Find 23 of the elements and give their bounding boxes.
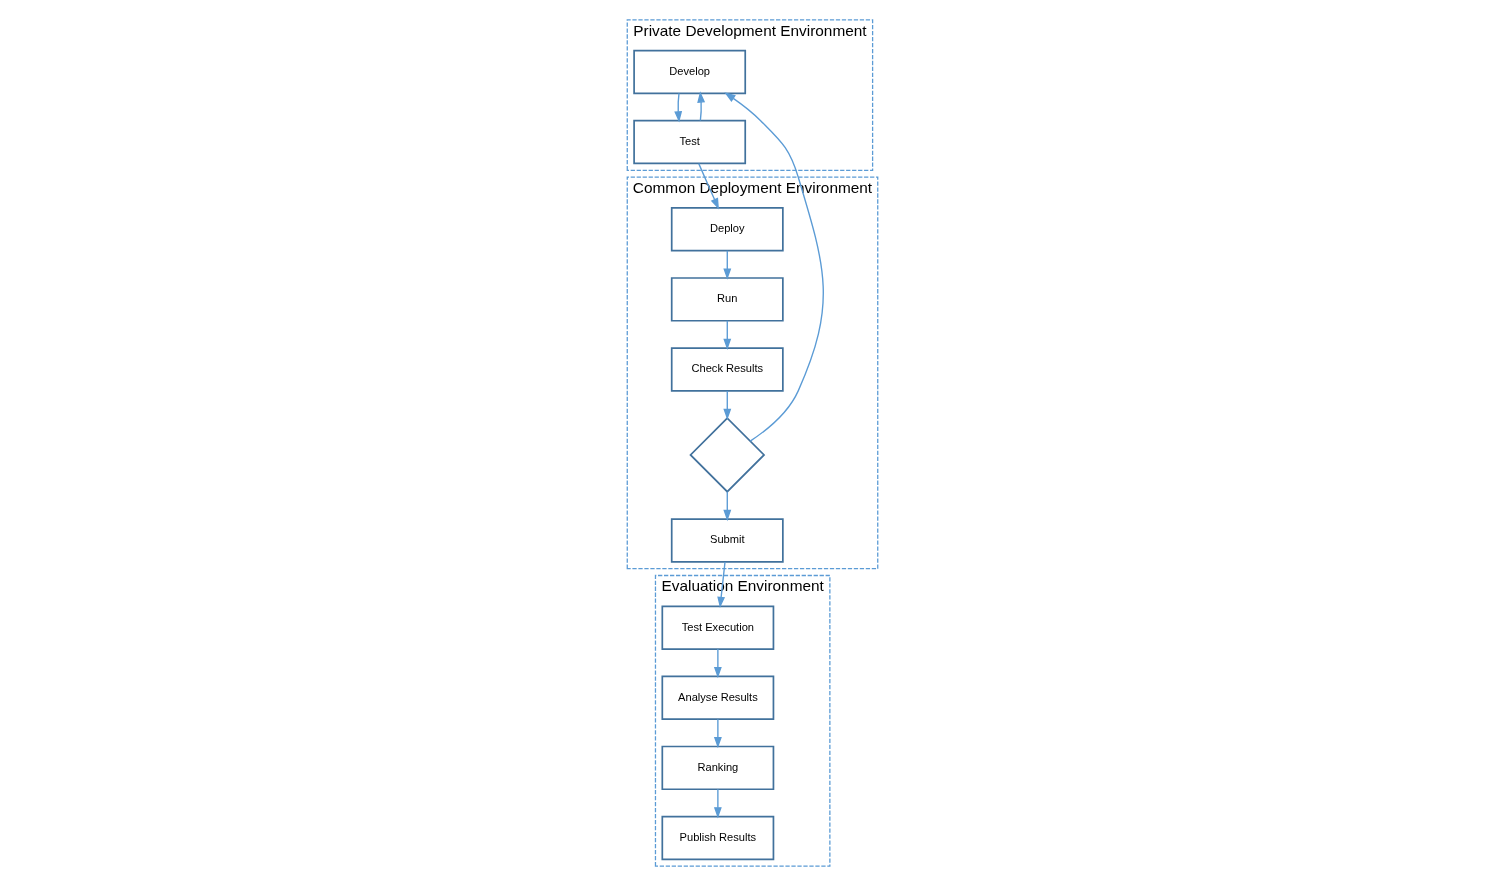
arrow [722,491,731,522]
node-box: Analyse Results [660,675,774,720]
arrow [713,788,722,819]
node-box: Publish Results [660,815,774,861]
arrow [716,561,726,609]
node-box: Submit [670,518,784,563]
arrow [722,390,731,421]
arrow [722,249,731,280]
arrow [673,92,682,123]
arrow [722,320,731,350]
node-diamond [688,417,765,493]
arrow [696,91,705,122]
node-box: Develop [632,49,746,95]
node-box: Run [670,277,784,322]
arrow [723,92,824,442]
arrow [713,648,722,679]
arrow [697,162,719,210]
node-box: Ranking [660,745,774,791]
node-box: Deploy [670,207,784,252]
node-box: Check Results [670,347,784,392]
arrow [713,718,722,749]
node-box: Test [632,119,746,165]
node-box: Test Execution [660,605,774,650]
